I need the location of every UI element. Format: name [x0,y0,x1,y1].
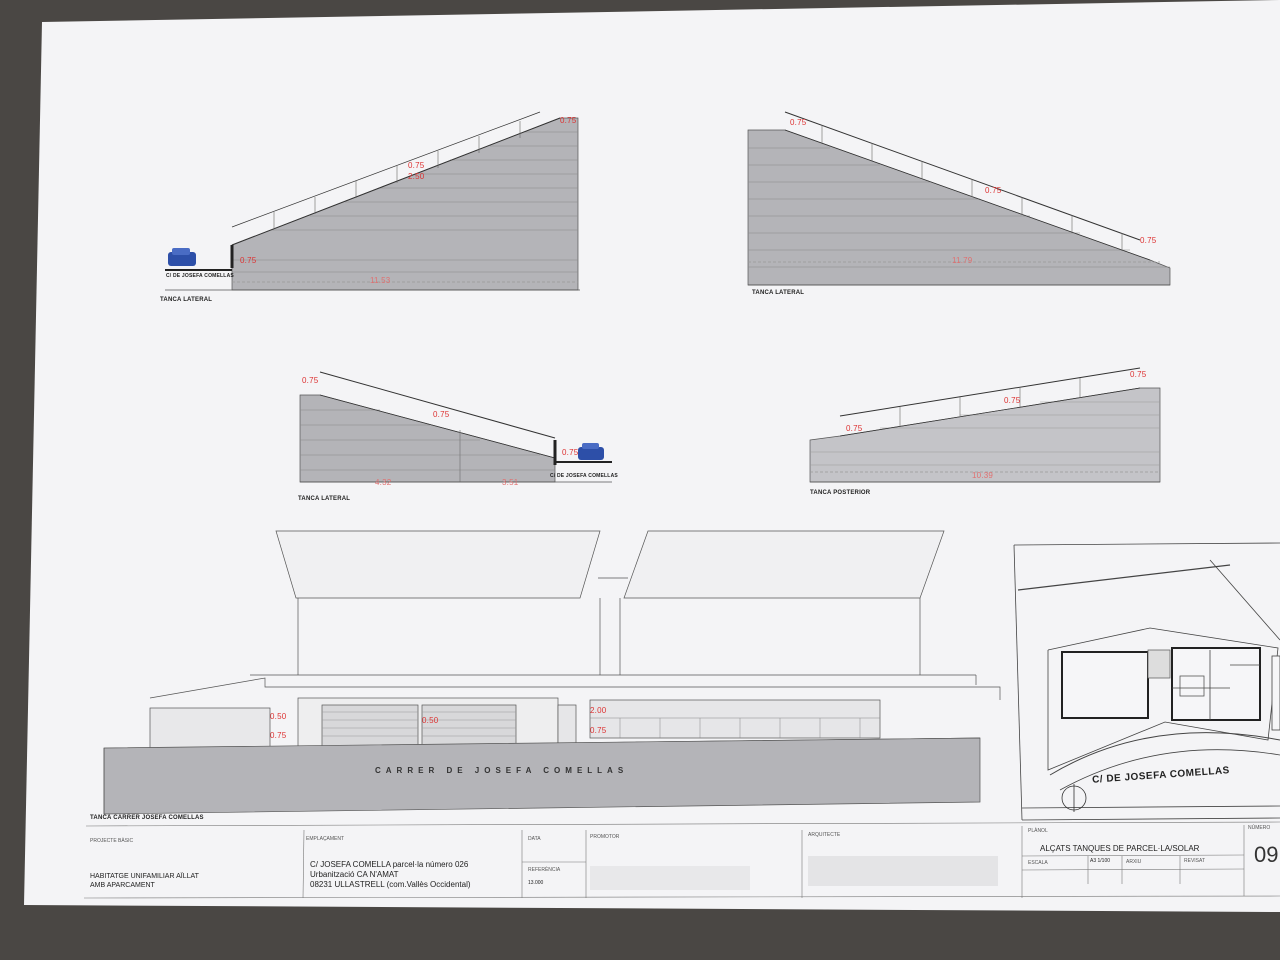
dimension-mid-right: 10.39 [972,471,994,480]
height-tr-2: 0.75 [985,186,1002,195]
height-mr-3: 0.75 [1130,370,1147,379]
scale-head: ESCALA [1028,860,1048,866]
elevation-mid-right [809,367,1161,483]
architect-head: ARQUITECTE [808,832,841,838]
plan-head: PLÀNOL [1028,828,1048,834]
number-head: NÚMERO [1248,825,1271,831]
height-tl-3: 2.50 [408,172,425,181]
height-front-2: 0.75 [270,731,287,740]
reference-value: 13.000 [528,880,544,886]
dimension-top-right: 11.79 [952,256,973,265]
project-head: PROJECTE BÀSIC [90,838,134,844]
height-tl-4: 0.75 [560,116,577,125]
height-front-3: 0.50 [422,716,439,725]
height-tl-1: 0.75 [240,256,257,265]
location-3: 08231 ULLASTRELL (com.Vallès Occidental) [310,880,471,889]
dimension-mid-left-1: 4.32 [375,478,392,487]
height-tr-1: 0.75 [790,118,807,127]
title-mid-left: TANCA LATERAL [298,496,351,502]
height-mr-2: 0.75 [1004,396,1021,405]
drawing-number: 09 [1254,842,1279,867]
street-label-mid-left: C/ DE JOSEFA COMELLAS [550,473,618,479]
promoter-head: PROMOTOR [590,834,620,840]
title-top-left: TANCA LATERAL [160,297,213,303]
height-tl-2: 0.75 [408,161,425,170]
date-head: DATA [528,836,541,842]
elevation-front [103,530,1001,815]
scale-value: A3 1/100 [1090,858,1111,864]
dimension-mid-left-2: 3.51 [502,478,519,487]
dimension-top-left: 11.53 [370,276,391,285]
project-text-2: AMB APARCAMENT [90,882,155,889]
street-label-front: CARRER DE JOSEFA COMELLAS [375,766,629,775]
location-1: C/ JOSEFA COMELLA parcel·la número 026 [310,860,469,869]
height-ml-1: 0.75 [302,376,319,385]
street-label-top-left: C/ DE JOSEFA COMELLAS [166,273,234,279]
revised-head: REVISAT [1184,858,1206,864]
title-front: TANCA CARRER JOSEFA COMELLAS [90,815,204,821]
elevation-top-right [747,111,1171,286]
elevation-mid-left [299,371,612,483]
title-top-right: TANCA LATERAL [752,290,805,296]
elevation-top-left [165,111,580,291]
plan-title: ALÇATS TANQUES DE PARCEL·LA/SOLAR [1040,844,1200,853]
height-front-1: 0.50 [270,712,287,721]
reference-head: REFERÈNCIA [528,867,561,873]
car-icon [578,447,604,460]
car-icon [168,252,196,266]
height-tr-3: 0.75 [1140,236,1157,245]
site-plan [1013,542,1280,821]
location-head: EMPLAÇAMENT [306,836,345,842]
title-block-lines [83,821,1280,899]
height-ml-3: 0.75 [562,448,579,457]
height-ml-2: 0.75 [433,410,450,419]
height-front-5: 0.75 [590,726,607,735]
height-mr-1: 0.75 [846,424,863,433]
height-front-4: 2.00 [590,706,607,715]
location-2: Urbanització CA N'AMAT [310,870,399,879]
project-text-1: HABITATGE UNIFAMILIAR AÏLLAT [90,873,199,880]
title-mid-right: TANCA POSTERIOR [810,490,871,496]
file-head: ARXIU [1126,859,1142,865]
architect-redacted [808,856,998,886]
promoter-redacted [590,866,750,890]
